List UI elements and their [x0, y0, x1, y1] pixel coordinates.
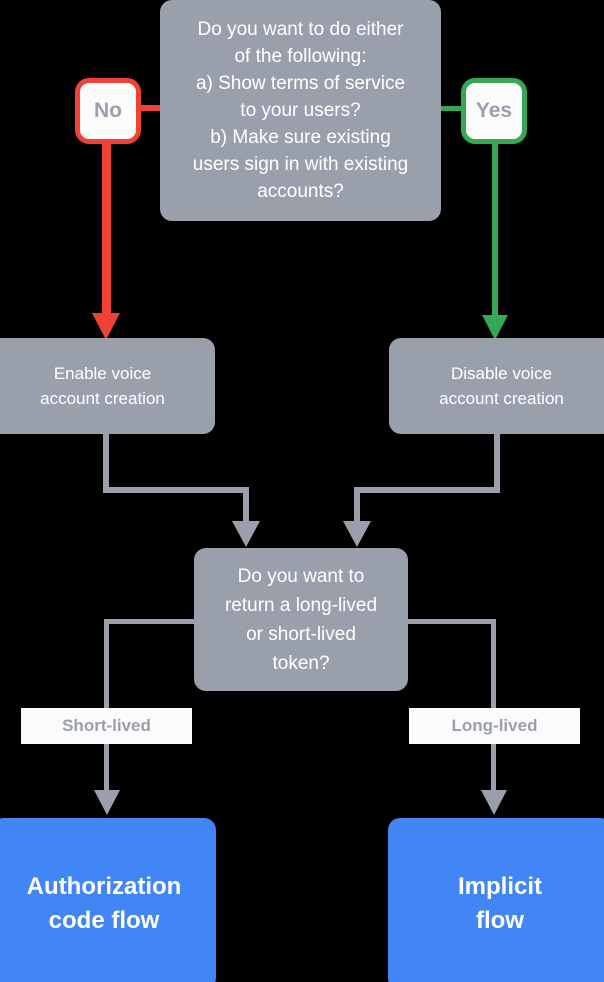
process-node-disable-voice: Disable voice account creation: [389, 338, 604, 434]
connector-enable-voice-across: [103, 487, 249, 493]
arrowhead-disable-voice-to-question-two: [343, 521, 371, 547]
process-node-enable-voice-label: Enable voice account creation: [40, 364, 165, 408]
branch-node-yes-label: Yes: [475, 99, 513, 122]
terminal-node-implicit-flow-label: Implicit flow: [457, 873, 542, 934]
connector-question-one-to-no: [141, 105, 163, 111]
connector-question-two-to-long-lived-across: [404, 619, 496, 624]
branch-node-yes: Yes: [461, 78, 527, 144]
connector-enable-voice-down: [103, 434, 109, 492]
edge-label-long-lived: Long-lived: [409, 708, 580, 744]
arrowhead-long-lived-to-implicit-flow: [481, 790, 507, 815]
decision-node-question-one: Do you want to do either of the followin…: [160, 0, 441, 221]
decision-node-question-one-label: Do you want to do either of the followin…: [192, 19, 409, 202]
edge-label-short-lived-text: Short-lived: [62, 716, 151, 735]
terminal-node-authorization-code-flow: Authorization code flow: [0, 818, 216, 982]
connector-question-two-to-short-lived-across: [104, 619, 198, 624]
decision-node-question-two-label: Do you want to return a long-lived or sh…: [224, 565, 378, 674]
connector-disable-voice-across: [354, 487, 500, 493]
connector-enable-voice-to-question-two: [243, 487, 249, 525]
arrowhead-short-lived-to-authorization-code-flow: [94, 790, 120, 815]
connector-disable-voice-down: [494, 434, 500, 492]
decision-node-question-two: Do you want to return a long-lived or sh…: [194, 548, 408, 691]
terminal-node-implicit-flow: Implicit flow: [388, 818, 604, 982]
arrowhead-yes-to-disable-voice: [482, 315, 508, 340]
edge-label-long-lived-text: Long-lived: [451, 716, 538, 735]
branch-node-no-label: No: [94, 99, 122, 122]
edge-label-short-lived: Short-lived: [21, 708, 192, 744]
connector-no-to-enable-voice: [102, 140, 111, 318]
connector-disable-voice-to-question-two: [354, 487, 360, 525]
process-node-disable-voice-label: Disable voice account creation: [439, 364, 564, 408]
process-node-enable-voice: Enable voice account creation: [0, 338, 215, 434]
connector-yes-to-disable-voice: [492, 140, 498, 320]
arrowhead-enable-voice-to-question-two: [232, 521, 260, 547]
connector-question-one-to-yes: [438, 106, 462, 111]
branch-node-no: No: [75, 78, 141, 144]
terminal-node-authorization-code-flow-label: Authorization code flow: [26, 873, 182, 934]
arrowhead-no-to-enable-voice: [92, 313, 120, 340]
